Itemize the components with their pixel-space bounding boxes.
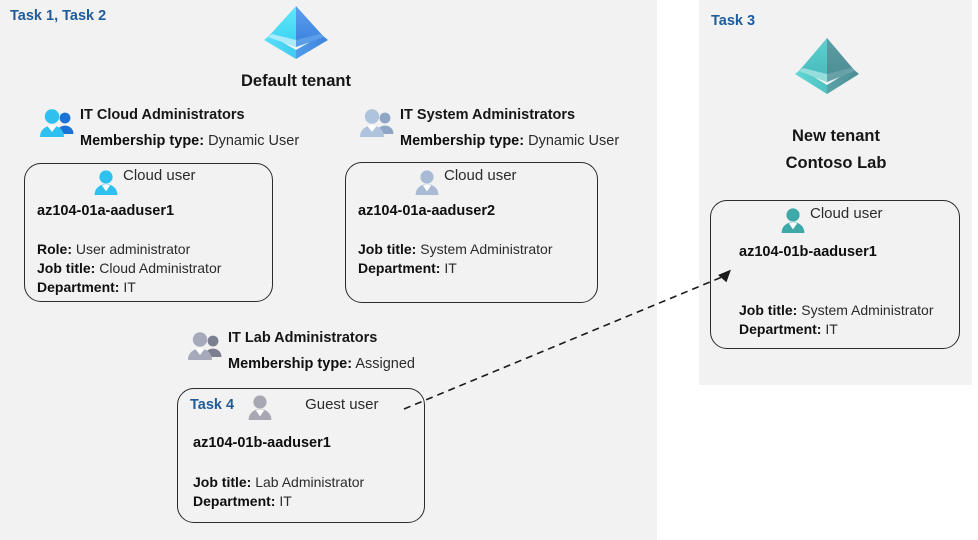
card-username-guest-az104-01b-aaduser1: az104-01b-aaduser1	[193, 435, 331, 451]
card-head-cloud-user-1: Cloud user	[93, 167, 196, 195]
attr-row-department-3: Department: IT	[739, 320, 934, 339]
group-title-it-cloud-administrators: IT Cloud Administrators	[80, 107, 245, 123]
card-kind-cloud-user-3: Cloud user	[810, 205, 883, 222]
attr-row-department-2: Department: IT	[358, 259, 553, 278]
attr-row-jobtitle-1: Job title: Cloud Administrator	[37, 259, 221, 278]
cloud-user-icon	[780, 206, 806, 234]
attr-label: Job title:	[37, 260, 96, 276]
attr-label: Job title:	[739, 302, 798, 318]
card-attrs-az104-01a-aaduser2: Job title: System Administrator Departme…	[358, 240, 553, 278]
group-meta-it-system-administrators: Membership type: Dynamic User	[400, 133, 619, 149]
group-title-it-system-administrators: IT System Administrators	[400, 107, 576, 123]
users-group-icon	[38, 107, 78, 141]
new-tenant-title-line2: Contoso Lab	[785, 154, 887, 172]
attr-value: System Administrator	[420, 241, 553, 257]
task-label-1-2: Task 1, Task 2	[10, 8, 107, 24]
card-kind-cloud-user-2: Cloud user	[444, 167, 517, 184]
card-attrs-new-tenant-az104-01b-aaduser1: Job title: System Administrator Departme…	[739, 301, 934, 339]
membership-type-value: Dynamic User	[208, 133, 300, 149]
attr-label: Job title:	[358, 241, 417, 257]
card-head-guest-user: Task 4 Guest user	[190, 395, 379, 420]
user-card-az104-01a-aaduser1[interactable]	[24, 163, 273, 302]
attr-row-jobtitle-4: Job title: Lab Administrator	[193, 473, 364, 492]
attr-row-role-1: Role: User administrator	[37, 240, 221, 259]
group-title-it-lab-administrators: IT Lab Administrators	[228, 330, 378, 346]
card-head-cloud-user-3: Cloud user	[780, 205, 883, 233]
card-kind-guest-user: Guest user	[305, 396, 379, 413]
cloud-user-icon	[414, 168, 440, 196]
group-meta-it-lab-administrators: Membership type: Assigned	[228, 356, 415, 372]
azure-ad-tenant-icon	[256, 2, 336, 66]
membership-type-label: Membership type:	[80, 133, 205, 149]
new-tenant-title-line1: New tenant	[791, 127, 880, 145]
membership-type-value: Assigned	[355, 356, 415, 372]
attr-row-department-4: Department: IT	[193, 492, 364, 511]
cloud-user-icon	[93, 168, 119, 196]
users-group-icon	[358, 107, 398, 141]
attr-label: Department:	[358, 260, 441, 276]
membership-type-label: Membership type:	[228, 356, 353, 372]
task-label-4: Task 4	[190, 396, 235, 413]
card-attrs-az104-01a-aaduser1: Role: User administrator Job title: Clou…	[37, 240, 221, 297]
membership-type-label: Membership type:	[400, 133, 525, 149]
attr-value: IT	[444, 260, 457, 276]
attr-label: Department:	[193, 493, 276, 509]
card-attrs-guest-az104-01b-aaduser1: Job title: Lab Administrator Department:…	[193, 473, 364, 511]
attr-label: Job title:	[193, 474, 252, 490]
card-head-cloud-user-2: Cloud user	[414, 167, 517, 195]
user-card-new-tenant-az104-01b-aaduser1[interactable]	[710, 200, 960, 349]
card-username-az104-01a-aaduser2: az104-01a-aaduser2	[358, 203, 496, 219]
attr-value: IT	[123, 279, 136, 295]
card-username-new-tenant-az104-01b-aaduser1: az104-01b-aaduser1	[739, 244, 877, 260]
card-username-az104-01a-aaduser1: az104-01a-aaduser1	[37, 203, 175, 219]
card-kind-cloud-user-1: Cloud user	[123, 167, 196, 184]
attr-value: System Administrator	[801, 302, 934, 318]
task-label-3: Task 3	[711, 13, 756, 29]
default-tenant-title: Default tenant	[240, 72, 351, 90]
attr-row-department-1: Department: IT	[37, 278, 221, 297]
attr-value: Lab Administrator	[255, 474, 365, 490]
group-meta-it-cloud-administrators: Membership type: Dynamic User	[80, 133, 299, 149]
user-card-guest-az104-01b-aaduser1[interactable]	[177, 388, 425, 523]
attr-value: IT	[279, 493, 292, 509]
attr-value: IT	[825, 321, 838, 337]
attr-row-jobtitle-3: Job title: System Administrator	[739, 301, 934, 320]
users-group-icon	[186, 330, 226, 364]
attr-label: Department:	[739, 321, 822, 337]
attr-label: Role:	[37, 241, 72, 257]
attr-value: Cloud Administrator	[99, 260, 222, 276]
guest-user-icon	[247, 393, 273, 421]
membership-type-value: Dynamic User	[528, 133, 620, 149]
azure-ad-tenant-icon	[787, 32, 867, 104]
attr-label: Department:	[37, 279, 120, 295]
attr-value: User administrator	[75, 241, 191, 257]
attr-row-jobtitle-2: Job title: System Administrator	[358, 240, 553, 259]
